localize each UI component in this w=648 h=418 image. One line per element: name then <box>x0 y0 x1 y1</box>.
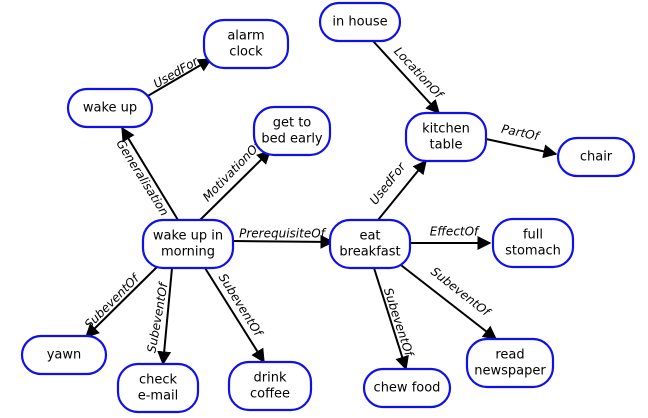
node-label: get to <box>273 116 312 131</box>
node-label: yawn <box>47 348 82 363</box>
node-label: eat <box>359 229 380 244</box>
edge-label: PrerequisiteOf <box>239 227 327 241</box>
node-box <box>404 111 488 163</box>
node-label: wake up in <box>153 229 223 244</box>
node-box <box>465 337 555 389</box>
edge-arrow-wake-up-in-morning-to-get-to-bed-early <box>199 150 271 221</box>
edge-label: EffectOf <box>430 225 480 239</box>
node-box <box>227 360 313 412</box>
edge-arrow-kitchen-table-to-chair <box>485 138 558 159</box>
node-box <box>20 334 108 376</box>
node-label: coffee <box>250 387 290 402</box>
node-label: chew food <box>374 381 441 396</box>
node-box <box>556 136 636 178</box>
node-label: alarm <box>227 29 264 44</box>
edge-label: SubeventOf <box>216 271 266 340</box>
node-wake-up: wake up <box>66 87 154 129</box>
node-label: bed early <box>261 132 323 147</box>
edge-arrow-wake-up-to-alarm-clock <box>145 58 213 98</box>
edge-arrow-in-house-to-kitchen-table <box>372 40 440 115</box>
edge-arrow-wake-up-in-morning-to-drink-coffee <box>204 267 265 364</box>
node-label: clock <box>229 45 263 60</box>
node-label: e-mail <box>138 389 179 404</box>
node-box <box>66 87 154 129</box>
node-label: stomach <box>505 244 561 259</box>
edge-label: SubeventOf <box>82 270 143 331</box>
node-box <box>318 1 402 43</box>
edge-label: MotivationOf <box>200 138 265 204</box>
node-in-house: in house <box>318 1 402 43</box>
node-label: in house <box>332 15 387 30</box>
edge-arrow-wake-up-in-morning-to-wake-up <box>121 126 179 221</box>
node-label: check <box>139 373 178 388</box>
edge-arrow-eat-breakfast-to-kitchen-table <box>377 159 427 221</box>
edge-arrow-wake-up-in-morning-to-yawn <box>85 265 159 338</box>
node-box <box>141 218 235 270</box>
node-box <box>252 105 332 157</box>
node-label: full <box>523 228 543 243</box>
node-label: table <box>430 138 463 153</box>
edge-label: Generalisation <box>113 137 171 218</box>
node-box <box>328 218 412 270</box>
edge-arrow-wake-up-in-morning-to-eat-breakfast <box>232 234 335 249</box>
node-box <box>362 367 452 409</box>
edge-label: PartOf <box>500 122 542 144</box>
node-label: morning <box>161 245 215 260</box>
edge-label: LocationOf <box>391 44 447 102</box>
node-label: drink <box>254 371 287 386</box>
node-label: wake up <box>83 101 137 116</box>
node-box <box>116 362 200 414</box>
node-box <box>491 217 575 269</box>
node-label: read <box>495 348 524 363</box>
node-yawn: yawn <box>20 334 108 376</box>
node-box <box>202 18 290 70</box>
node-label: newspaper <box>474 364 546 379</box>
node-chew-food: chew food <box>362 367 452 409</box>
edge-arrow-eat-breakfast-to-read-newspaper <box>396 261 498 340</box>
edge-arrow-wake-up-in-morning-to-check-email <box>157 267 173 366</box>
edge-label: UsedFor <box>151 54 202 91</box>
node-label: chair <box>580 150 613 165</box>
edge-arrow-eat-breakfast-to-chew-food <box>373 267 409 371</box>
node-label: breakfast <box>339 245 400 260</box>
edge-label: UsedFor <box>367 159 409 207</box>
node-label: kitchen <box>422 122 470 137</box>
node-chair: chair <box>556 136 636 178</box>
